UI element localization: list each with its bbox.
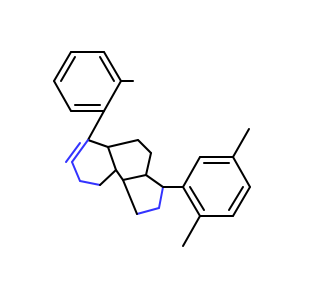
dimethylphenyl-ring <box>182 156 251 217</box>
bond <box>145 174 164 188</box>
bond <box>182 186 201 217</box>
bond <box>115 169 124 181</box>
bond <box>71 161 81 182</box>
bond <box>107 139 139 148</box>
molecule-canvas: Cl <box>53 51 251 247</box>
bond <box>65 142 81 163</box>
bond <box>232 156 251 188</box>
bond <box>189 186 205 211</box>
molecule-structure: Cl <box>53 51 251 247</box>
bond <box>71 139 89 163</box>
bond <box>103 80 122 112</box>
bond <box>122 179 138 215</box>
bond <box>99 56 115 82</box>
bond <box>136 207 160 215</box>
bond <box>232 186 251 217</box>
bond <box>99 169 117 186</box>
chlorophenyl-ring <box>53 51 122 112</box>
triazole-ring <box>65 139 117 186</box>
bond <box>122 174 147 181</box>
bond <box>87 110 105 141</box>
bond <box>228 186 244 211</box>
bond <box>103 51 122 82</box>
bond <box>60 56 76 82</box>
bond <box>53 51 72 82</box>
methyl-bond <box>182 215 201 247</box>
bond <box>79 180 101 186</box>
bond <box>182 156 201 188</box>
bond <box>145 152 152 176</box>
bond <box>53 80 72 112</box>
methyl-bond <box>232 128 250 158</box>
bond <box>87 139 109 148</box>
bond <box>158 186 164 209</box>
bond <box>137 139 152 154</box>
bond <box>107 146 117 171</box>
